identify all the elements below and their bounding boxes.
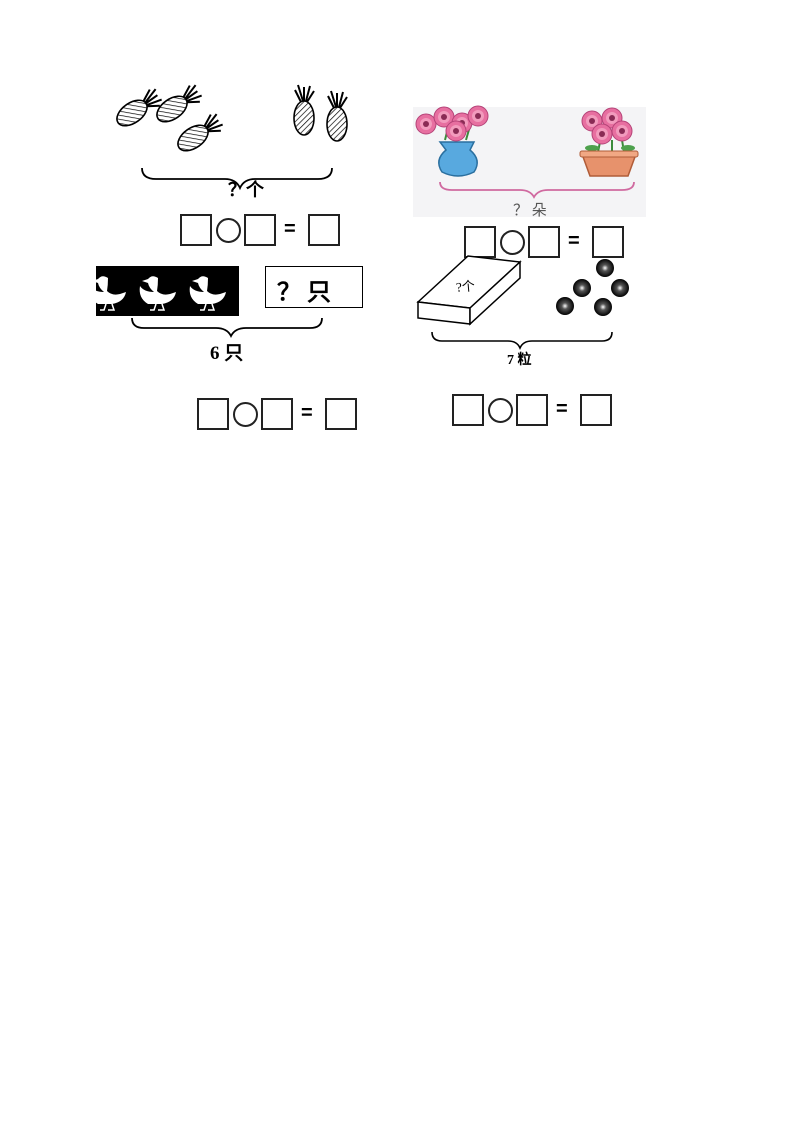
equation-row: = [180, 214, 340, 246]
answer-box[interactable] [244, 214, 276, 246]
answer-box[interactable] [580, 394, 612, 426]
operator-circle[interactable] [500, 230, 525, 255]
brace-label: ？个 [228, 180, 264, 200]
box-label: ?个 [455, 278, 476, 295]
equals-sign: = [301, 402, 313, 424]
brace-label: 6 只 [210, 343, 244, 364]
brace [431, 331, 613, 351]
answer-box[interactable] [592, 226, 624, 258]
bead-box-icon [416, 255, 522, 326]
equation-row: = [197, 398, 357, 430]
equals-sign: = [284, 218, 296, 240]
brace-label: ？ 朵 [513, 203, 547, 219]
equation-row: = [452, 394, 612, 426]
ducks-panel [96, 266, 239, 316]
answer-box[interactable] [308, 214, 340, 246]
flower-vase-icon [415, 105, 489, 177]
box-label: ？ 只 [277, 280, 331, 306]
answer-box[interactable] [516, 394, 548, 426]
answer-box[interactable] [180, 214, 212, 246]
answer-box[interactable] [325, 398, 357, 430]
brace [141, 167, 333, 191]
operator-circle[interactable] [216, 218, 241, 243]
answer-box[interactable] [528, 226, 560, 258]
operator-circle[interactable] [488, 398, 513, 423]
answer-box[interactable] [452, 394, 484, 426]
equation-row: = [464, 226, 624, 258]
bead-icon [556, 259, 629, 316]
brace [131, 317, 323, 339]
flower-pot-icon [579, 107, 639, 177]
brace-label: 7 粒 [507, 353, 532, 368]
unknown-ducks-box [265, 266, 363, 308]
equals-sign: = [556, 398, 568, 420]
brace [439, 181, 635, 199]
answer-box[interactable] [261, 398, 293, 430]
answer-box[interactable] [197, 398, 229, 430]
operator-circle[interactable] [233, 402, 258, 427]
equals-sign: = [568, 230, 580, 252]
